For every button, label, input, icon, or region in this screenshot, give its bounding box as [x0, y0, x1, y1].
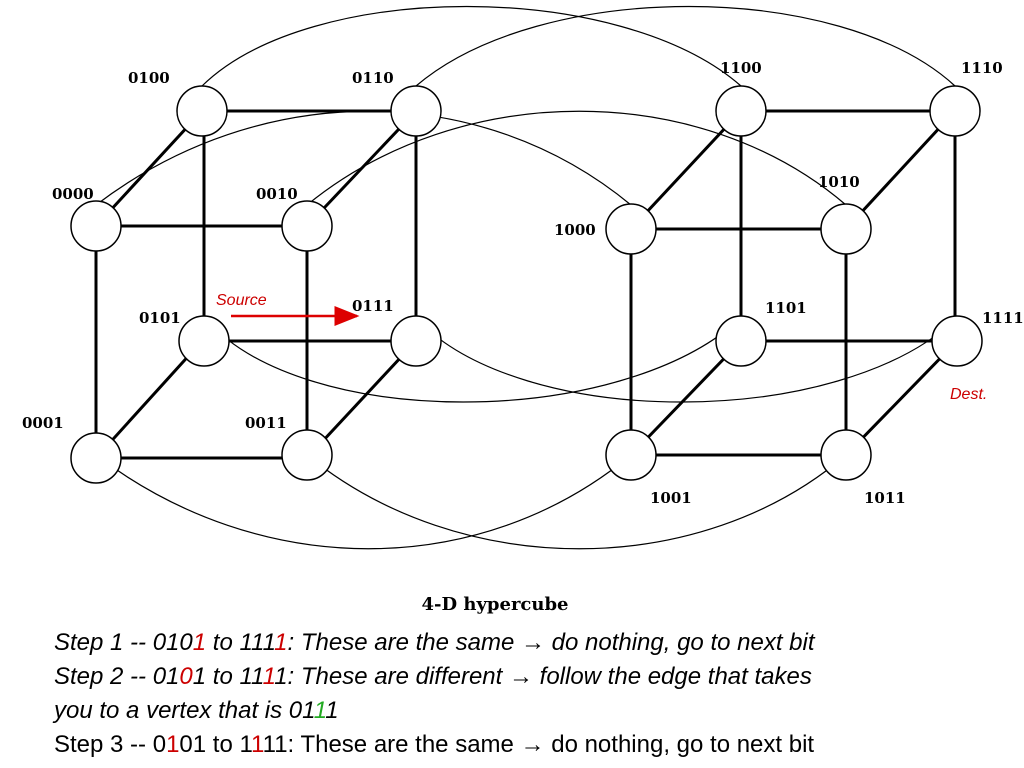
step-1-bit-a: 1 — [192, 629, 207, 656]
edge-1111-1011 — [844, 339, 959, 457]
node-0110 — [390, 85, 442, 137]
label-0010: 0010 — [256, 185, 298, 203]
arc-0111-1111 — [415, 317, 958, 403]
node-0001 — [70, 432, 122, 484]
step-3: Step 3 -- 0101 to 1111: These are the sa… — [54, 728, 1014, 762]
edge-0100-0000 — [94, 109, 204, 228]
step-1-bit-b: 1 — [274, 629, 288, 656]
label-1010: 1010 — [818, 173, 860, 191]
label-1110: 1110 — [961, 59, 1003, 77]
label-0101: 0101 — [139, 309, 181, 327]
label-0000: 0000 — [52, 185, 94, 203]
node-0010 — [281, 200, 333, 252]
routing-steps: Step 1 -- 0101 to 1111: These are the sa… — [54, 626, 1014, 762]
label-0011: 0011 — [245, 414, 287, 432]
label-1000: 1000 — [554, 221, 596, 239]
node-1111 — [931, 315, 983, 367]
label-1101: 1101 — [765, 299, 807, 317]
edge-1110-1010 — [844, 109, 957, 231]
node-1010 — [820, 203, 872, 255]
node-0011 — [281, 429, 333, 481]
step-3-part-c: 01 to 1 — [179, 731, 252, 758]
step-2b-part-c: 1 — [325, 697, 339, 724]
step-3-bit-a: 1 — [166, 731, 180, 758]
step-1: Step 1 -- 0101 to 1111: These are the sa… — [54, 626, 1014, 660]
node-1000 — [605, 203, 657, 255]
label-1100: 1100 — [720, 59, 762, 77]
edge-0101-0001 — [94, 339, 204, 460]
source-label: Source — [216, 292, 267, 309]
arc-0010-1010 — [306, 110, 847, 206]
arc-0101-1101 — [204, 317, 742, 403]
step-2-bit-a: 0 — [179, 663, 193, 690]
node-0101 — [178, 315, 230, 367]
diagram-caption: 4-D hypercube — [421, 594, 568, 615]
step-1-part-a: Step 1 -- 010 — [54, 629, 193, 656]
node-0000 — [70, 200, 122, 252]
edge-0110-0010 — [305, 109, 418, 228]
step-2: Step 2 -- 0101 to 1111: These are differ… — [54, 660, 1014, 694]
label-0111: 0111 — [352, 297, 394, 315]
step-2-part-c: 1 to 11 — [192, 663, 263, 690]
label-0001: 0001 — [22, 414, 64, 432]
step-3-part-e: 11: These are the same → do nothing, go … — [262, 731, 815, 758]
arc-0001-1001 — [95, 454, 632, 550]
step-1-part-c: to 111 — [206, 629, 275, 656]
arc-0110-1110 — [415, 6, 956, 87]
cube-edges — [94, 109, 959, 460]
step-3-part-a: Step 3 -- 0 — [54, 731, 167, 758]
label-1001: 1001 — [650, 489, 692, 507]
edge-1100-1000 — [629, 109, 743, 231]
arc-0011-1011 — [306, 454, 847, 550]
label-1011: 1011 — [864, 489, 906, 507]
node-1001 — [605, 429, 657, 481]
label-0100: 0100 — [128, 69, 170, 87]
label-1111: 1111 — [982, 309, 1024, 327]
node-1100 — [715, 85, 767, 137]
node-1101 — [715, 315, 767, 367]
hypercube-nodes — [70, 85, 983, 484]
step-1-part-e: : These are the same → do nothing, go to… — [287, 629, 815, 656]
edge-1101-1001 — [629, 339, 743, 457]
arc-0000-1000 — [95, 110, 632, 206]
node-1110 — [929, 85, 981, 137]
node-0111 — [390, 315, 442, 367]
label-0110: 0110 — [352, 69, 394, 87]
node-labels: 0100 0110 0000 0010 0101 0111 0001 0011 … — [22, 59, 1024, 507]
arc-0100-1100 — [201, 6, 742, 87]
step-2-part-a: Step 2 -- 01 — [54, 663, 180, 690]
dest-label: Dest. — [950, 386, 987, 403]
step-2b-bit: 1 — [313, 697, 326, 724]
step-2b-part-a: you to a vertex that is 01 — [54, 697, 314, 724]
step-2-continued: you to a vertex that is 0111 — [54, 694, 1014, 728]
step-3-bit-b: 1 — [251, 731, 263, 758]
step-2-part-e: 1: These are different → follow the edge… — [274, 663, 812, 690]
node-0100 — [176, 85, 228, 137]
step-2-bit-b: 1 — [262, 663, 275, 690]
node-1011 — [820, 429, 872, 481]
